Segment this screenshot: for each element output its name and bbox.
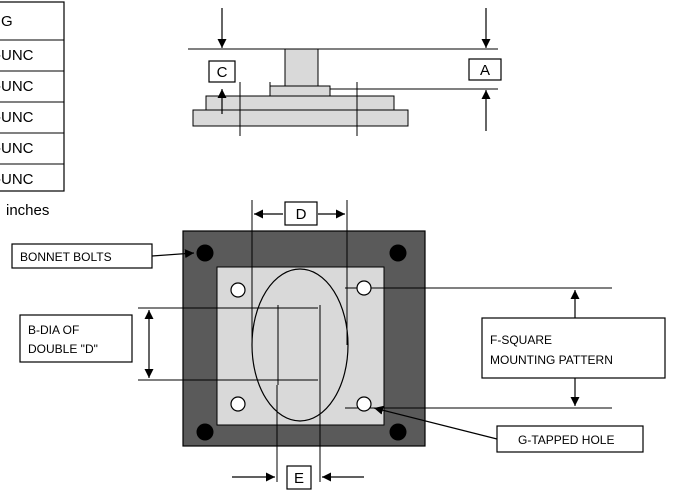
table-cell: -UNC xyxy=(0,78,34,95)
table-cell: -UNC xyxy=(0,171,34,188)
dim-label-b: B-DIA OF xyxy=(28,323,79,337)
dim-label-e-box xyxy=(286,465,312,490)
top-view: D E B-DIA OF DOUBLE "D" F-SQUARE MOUNTIN… xyxy=(11,200,666,490)
bonnet-bolts-callout-box xyxy=(11,243,153,269)
bonnet-bolt xyxy=(389,244,407,262)
dim-label-b-box xyxy=(19,314,133,363)
dimension-table: G -UNC -UNC -UNC -UNC -UNC inches xyxy=(0,1,65,219)
dim-label-b-line2: DOUBLE "D" xyxy=(28,342,98,356)
dim-label-d: D xyxy=(296,206,307,223)
tapped-hole xyxy=(230,282,246,298)
dim-label-e: E xyxy=(294,470,304,487)
bonnet-bolt xyxy=(196,423,214,441)
table-cell: -UNC xyxy=(0,109,34,126)
table-cell: -UNC xyxy=(0,47,34,64)
dim-label-f-line2: MOUNTING PATTERN xyxy=(490,353,613,367)
table-footnote: inches xyxy=(6,202,49,219)
side-view: C A xyxy=(188,8,502,136)
bonnet-bolt xyxy=(196,244,214,262)
dim-label-g-box xyxy=(496,425,644,453)
dim-label-a-box xyxy=(468,58,502,81)
dim-label-a: A xyxy=(480,62,490,79)
bonnet-bolts-leader xyxy=(151,249,195,259)
dim-label-c-box xyxy=(208,60,236,83)
table-header-g: G xyxy=(1,13,13,30)
tapped-hole-leader xyxy=(373,405,498,440)
bonnet-bolts-callout: BONNET BOLTS xyxy=(20,250,112,264)
dim-label-f: F-SQUARE xyxy=(490,333,552,347)
dim-label-c: C xyxy=(217,64,228,81)
dim-label-d-box xyxy=(284,201,318,226)
table-cell: -UNC xyxy=(0,140,34,157)
dim-label-g: G-TAPPED HOLE xyxy=(518,433,614,447)
dim-label-f-box xyxy=(481,317,666,379)
tapped-hole xyxy=(230,396,246,412)
tapped-hole xyxy=(356,396,372,412)
bonnet-bolt xyxy=(389,423,407,441)
tapped-hole xyxy=(356,280,372,296)
mounting-pad xyxy=(216,266,385,426)
